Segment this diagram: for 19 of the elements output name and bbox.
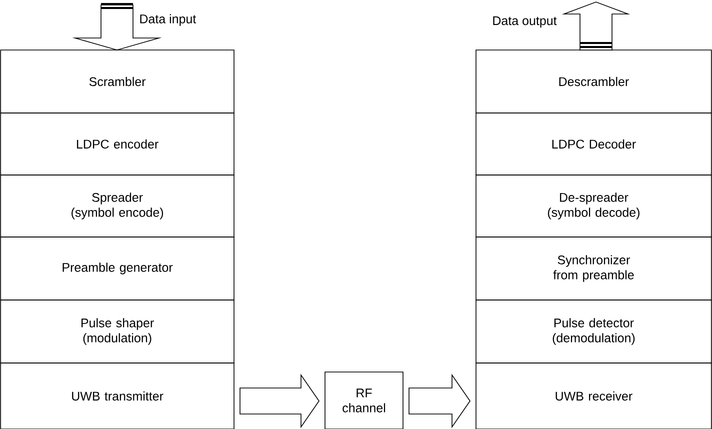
layer-box: Synchronizer from preamble (476, 236, 712, 300)
block-arrow (72, 4, 162, 50)
layer-box: Spreader (symbol encode) (0, 174, 234, 238)
layer-box: Descrambler (476, 50, 712, 114)
block-arrow (562, 2, 630, 50)
layer-box: Pulse shaper (modulation) (0, 300, 234, 364)
block-arrow (240, 374, 320, 428)
edge-label: Data input (140, 14, 196, 26)
layer-box: LDPC Decoder (476, 112, 712, 176)
layer-box: UWB transmitter (0, 362, 234, 429)
edge-label: Data output (493, 16, 557, 28)
layer-box: Pulse detector (demodulation) (476, 300, 712, 364)
layer-box: LDPC encoder (0, 112, 234, 176)
layer-box: UWB receiver (476, 362, 712, 429)
channel-box: RF channel (324, 372, 404, 429)
block-arrow (408, 374, 470, 428)
layer-box: De-spreader (symbol decode) (476, 174, 712, 238)
layer-box: Scrambler (0, 50, 234, 114)
layer-box: Preamble generator (0, 236, 234, 300)
